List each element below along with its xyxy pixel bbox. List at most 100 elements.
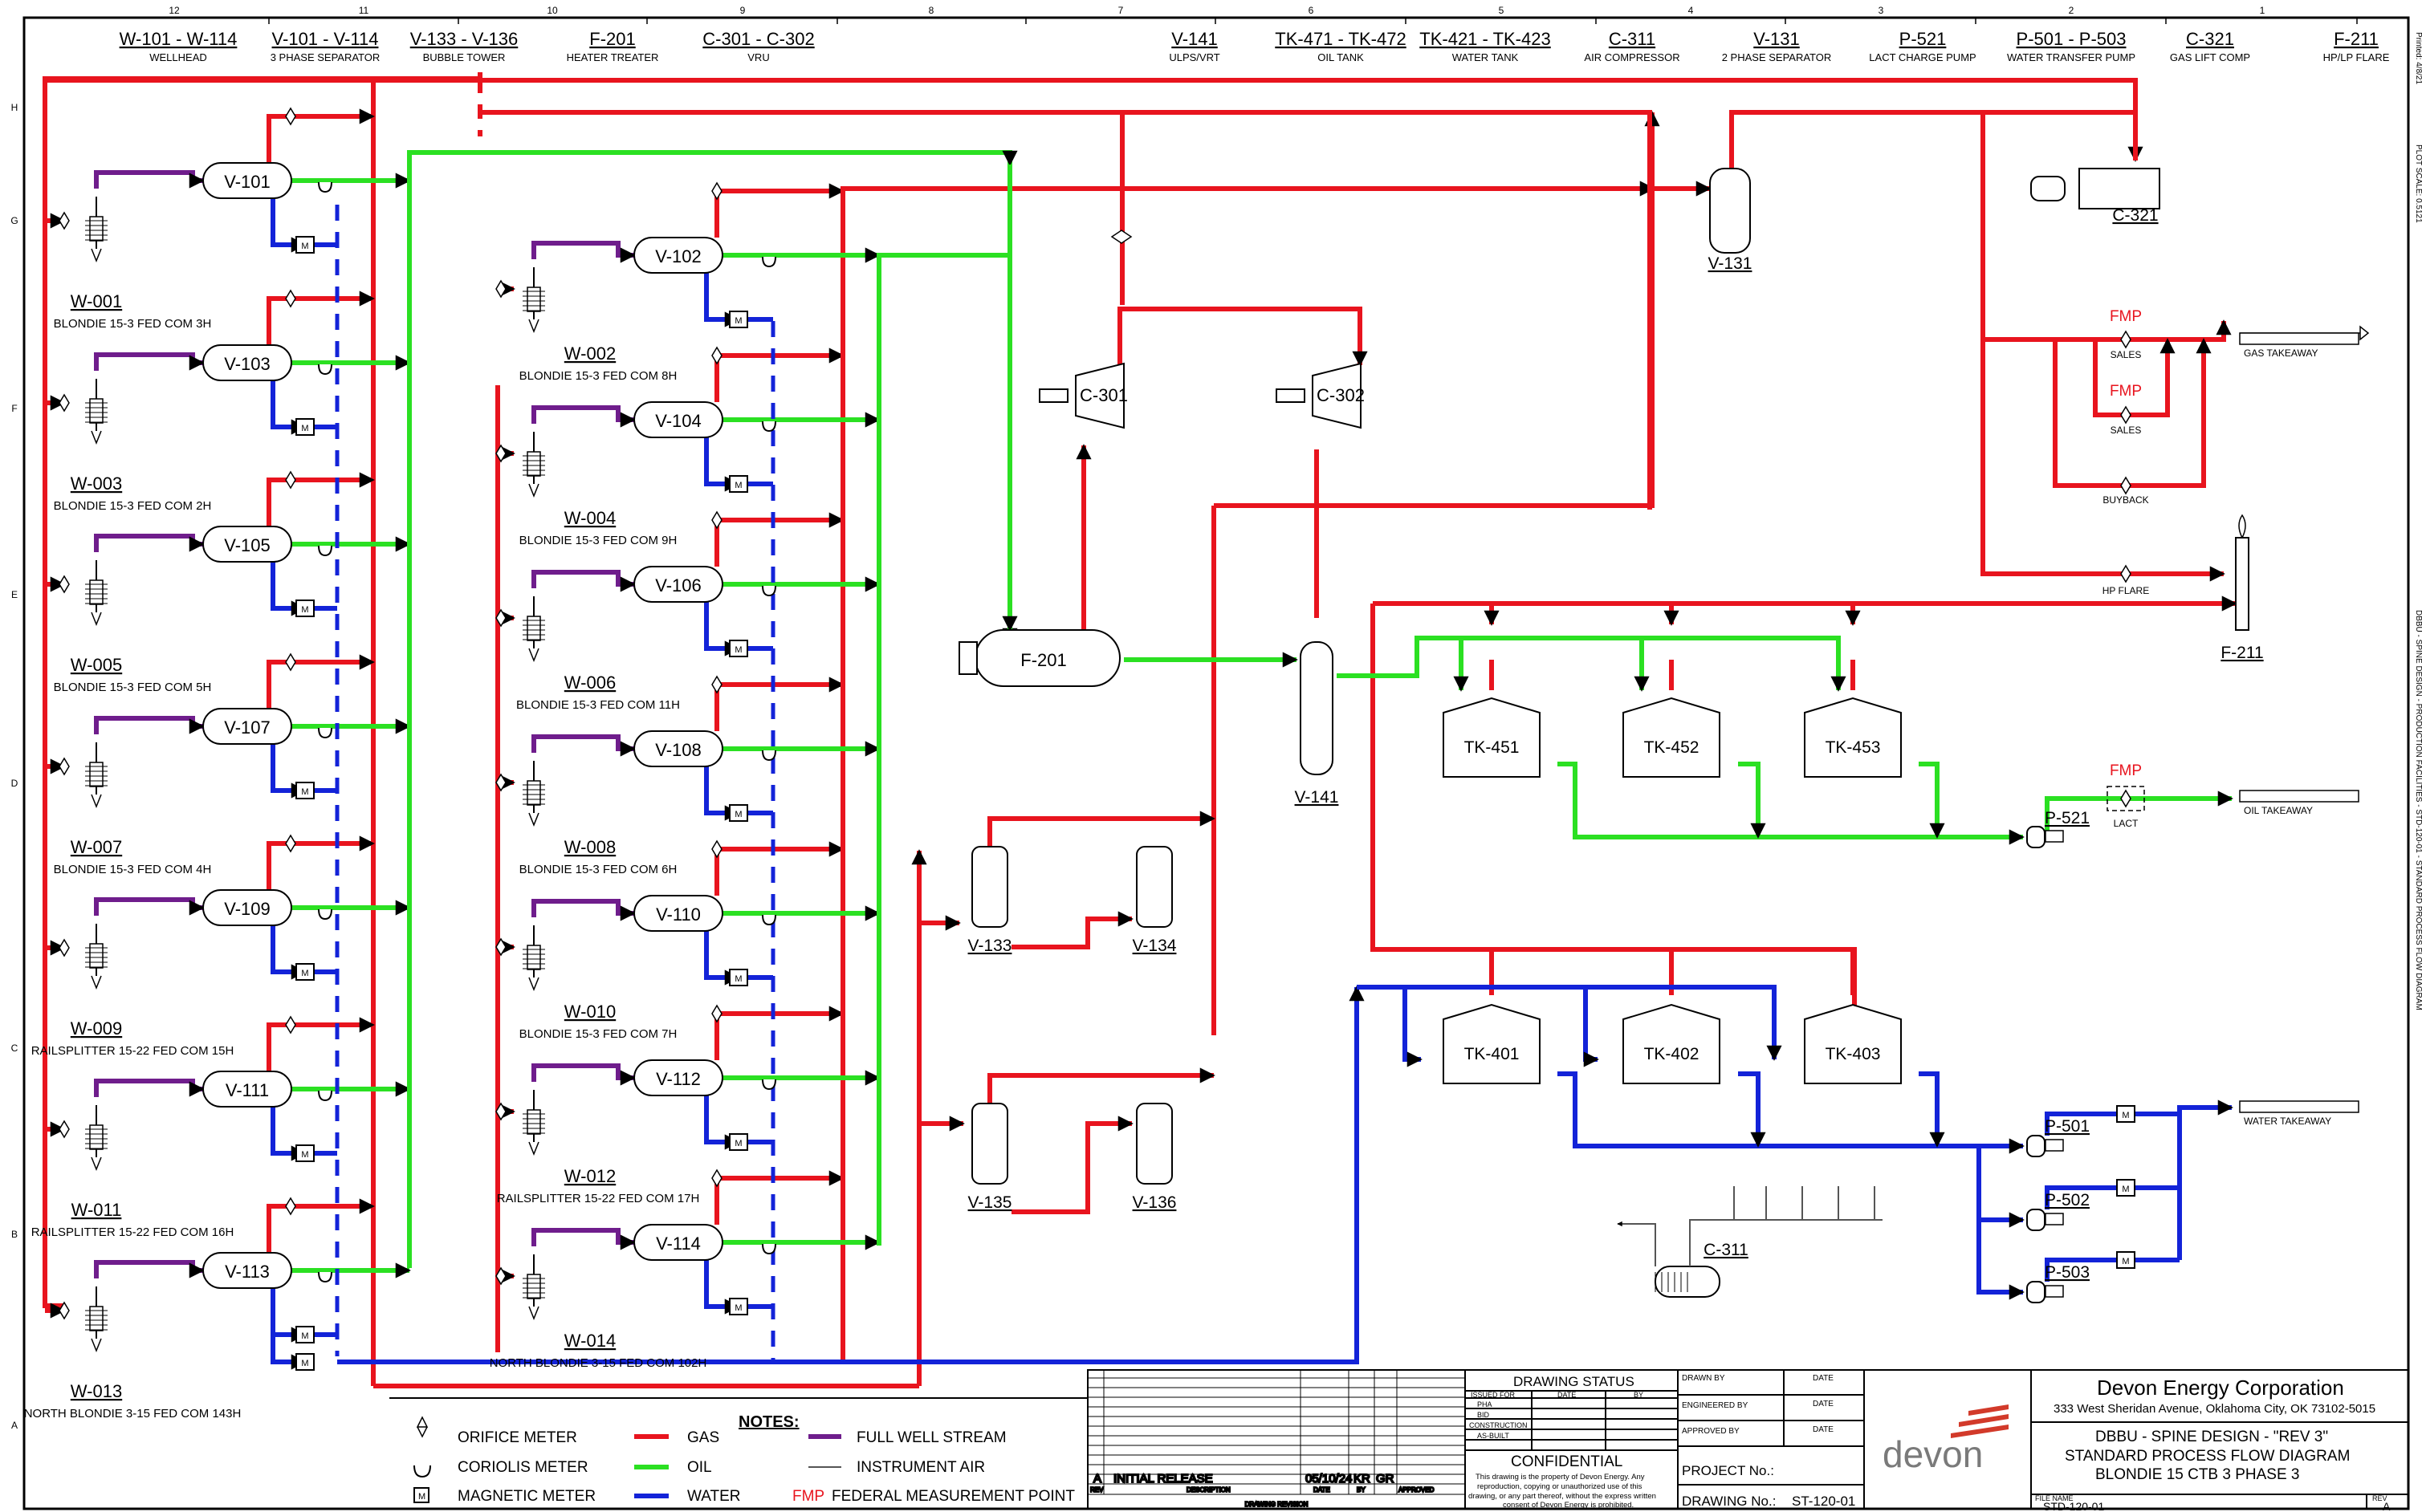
wellhead-base bbox=[91, 430, 102, 445]
water-pump-suction bbox=[1976, 1146, 2025, 1300]
orifice-meter-icon bbox=[711, 346, 723, 365]
orifice-meter-icon bbox=[416, 1416, 429, 1438]
wellhead bbox=[523, 596, 545, 663]
oil-tank-tag: TK-451 bbox=[1464, 738, 1520, 757]
full-well-stream bbox=[94, 897, 205, 916]
oil-tank bbox=[1804, 697, 1902, 778]
column-label-2: 2 bbox=[2069, 5, 2074, 16]
legend-fmp-text: FEDERAL MEASUREMENT POINT bbox=[832, 1488, 1075, 1505]
row-label-G: G bbox=[10, 215, 18, 226]
magnetic-meter-icon bbox=[2116, 1251, 2135, 1269]
revision-col-by: BY bbox=[1357, 1486, 1366, 1494]
full-well-stream bbox=[531, 1063, 636, 1086]
revision-col-desc: DESCRIPTION bbox=[1187, 1486, 1231, 1494]
oil-lines bbox=[291, 150, 2233, 1278]
water-pump-body bbox=[2026, 1281, 2045, 1303]
well-name: NORTH BLONDIE 3-15 FED COM 102H bbox=[490, 1356, 707, 1370]
magnetic-meter-letter: M bbox=[735, 481, 742, 490]
separator-vessel bbox=[202, 344, 292, 381]
magnetic-meter-icon bbox=[295, 1144, 315, 1162]
well-tag: W-007 bbox=[71, 837, 122, 857]
drawn-by-label: DRAWN BY bbox=[1682, 1374, 1725, 1383]
magnetic-meter-letter: M bbox=[301, 969, 308, 978]
oil-tank-outlet bbox=[1557, 762, 2025, 845]
column-label-10: 10 bbox=[547, 5, 558, 16]
orifice-meter-icon bbox=[711, 675, 723, 694]
orifice-meter-icon bbox=[2120, 330, 2131, 349]
gas-lines bbox=[43, 72, 2237, 1388]
column-label-6: 6 bbox=[1309, 5, 1314, 16]
well-tag: W-008 bbox=[564, 837, 616, 857]
wellhead-base bbox=[528, 483, 539, 498]
separator-water-out bbox=[271, 1107, 307, 1161]
magnetic-meter-icon bbox=[295, 600, 315, 617]
magnetic-meter-icon bbox=[729, 969, 748, 986]
row-label-C: C bbox=[11, 1043, 18, 1054]
well-name: BLONDIE 15-3 FED COM 6H bbox=[519, 863, 678, 876]
sales-label: SALES bbox=[2111, 349, 2142, 360]
well-name: BLONDIE 15-3 FED COM 3H bbox=[54, 317, 212, 331]
bubble-tower-tag: V-134 bbox=[1133, 937, 1177, 955]
full-well-stream bbox=[531, 899, 636, 921]
drawn-date-label: DATE bbox=[1813, 1374, 1834, 1383]
vru-motor bbox=[1039, 388, 1069, 403]
orifice-meter-icon bbox=[59, 938, 70, 957]
wellhead bbox=[85, 924, 108, 990]
well-tag: W-003 bbox=[71, 474, 122, 494]
orifice-meter-icon bbox=[2120, 405, 2131, 425]
separator-V-110: V-110 bbox=[633, 895, 723, 932]
v131-tag: V-131 bbox=[1708, 254, 1752, 273]
wellhead bbox=[85, 560, 108, 627]
flare-tag: F-211 bbox=[2221, 644, 2263, 662]
oil-tank-3-outlet bbox=[1919, 762, 1945, 839]
gas-lift-compressor-body bbox=[2078, 168, 2160, 209]
air-compressor-tag: C-311 bbox=[1704, 1241, 1748, 1259]
coriolis-meter-icon bbox=[318, 364, 332, 376]
separator-V-104: V-104 bbox=[633, 401, 723, 438]
separator-tag: V-102 bbox=[655, 246, 702, 266]
separator-gas-out bbox=[267, 291, 375, 345]
vru-discharge bbox=[1117, 307, 1368, 369]
water-tank-fill-2 bbox=[1583, 987, 1599, 1067]
magnetic-meter-icon bbox=[729, 1298, 748, 1315]
magnetic-meter-letter: M bbox=[735, 645, 742, 655]
separator-vessel bbox=[633, 566, 723, 603]
well-name: BLONDIE 15-3 FED COM 4H bbox=[54, 863, 212, 876]
magnetic-meter-icon bbox=[295, 418, 315, 436]
header-tag: V-141 bbox=[1171, 29, 1218, 49]
legend: NOTES: ORIFICE METER CORIOLIS METER M MA… bbox=[389, 1397, 1088, 1505]
separator-tag: V-112 bbox=[656, 1069, 701, 1089]
bubble-tower-tag: V-135 bbox=[968, 1193, 1012, 1212]
well-tag: W-004 bbox=[564, 508, 616, 528]
magnetic-meter-icon bbox=[295, 963, 315, 981]
magnetic-meter-letter: M bbox=[301, 1150, 308, 1160]
instrument-air-header bbox=[1689, 1219, 1883, 1266]
lact-pump-body bbox=[2026, 826, 2045, 848]
separator-V-114: V-114 bbox=[633, 1224, 723, 1261]
well-tag: W-006 bbox=[564, 673, 616, 693]
wellhead-base bbox=[91, 975, 102, 990]
coriolis-meter-icon bbox=[318, 545, 332, 557]
side-plot-scale: PLOT SCALE: 0.5121 bbox=[2414, 144, 2422, 223]
header-tag: V-101 - V-114 bbox=[272, 29, 379, 49]
orifice-meter-icon bbox=[59, 211, 70, 230]
flare-stack bbox=[2235, 537, 2249, 631]
heater-treater-tag: F-201 bbox=[1020, 650, 1066, 670]
confidential-title: CONFIDENTIAL bbox=[1511, 1453, 1622, 1470]
oil-tank bbox=[1622, 697, 1720, 778]
revision-col-date: DATE bbox=[1313, 1486, 1330, 1494]
coriolis-meter-icon bbox=[762, 1079, 776, 1091]
vru-compressor-icon bbox=[1075, 362, 1125, 429]
separator-V-106: V-106 bbox=[633, 566, 723, 603]
water-tank-outlet bbox=[1557, 1071, 2025, 1154]
separator-gas-out bbox=[714, 512, 845, 567]
separator-V-112: V-112 bbox=[633, 1059, 723, 1096]
header-desc: WATER TANK bbox=[1452, 51, 1519, 63]
separator-tag: V-105 bbox=[224, 535, 271, 555]
separator-water-out bbox=[704, 1260, 740, 1315]
separators: V-101V-103V-105V-107V-109V-111V-113V-102… bbox=[202, 162, 723, 1289]
separator-V-109: V-109 bbox=[202, 889, 292, 926]
separator-gas-out bbox=[267, 1017, 375, 1071]
separator-V-103: V-103 bbox=[202, 344, 292, 381]
